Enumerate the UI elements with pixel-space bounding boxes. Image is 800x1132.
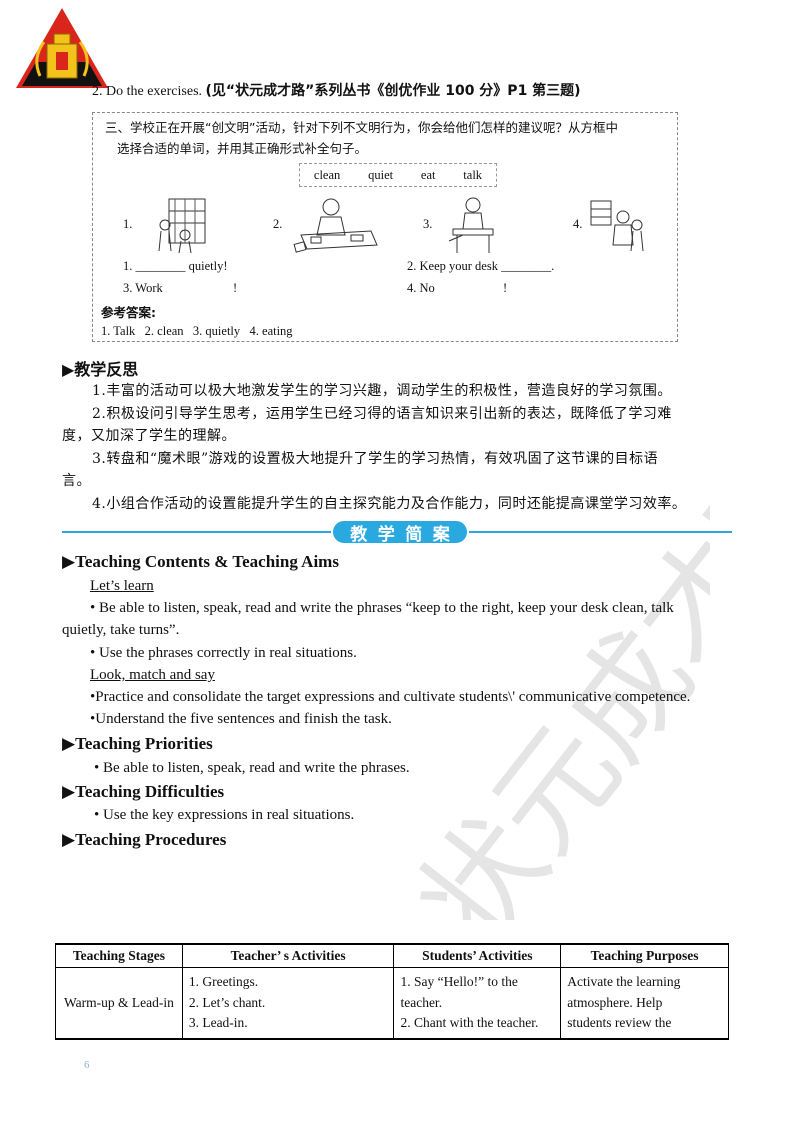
lets-learn-bullet-2: • Use the phrases correctly in real situ… xyxy=(90,645,357,661)
illustration-talking-in-library xyxy=(158,198,206,254)
student-activity: 1. Say “Hello!” to the xyxy=(400,974,518,989)
teacher-activity: 1. Greetings. xyxy=(188,974,259,989)
purpose-line: students review the xyxy=(567,1015,672,1030)
stage-cell: Warm-up & Lead-in xyxy=(55,967,183,1039)
table-header: Teaching Purposes xyxy=(560,943,729,968)
look-match-bullet-1: •Practice and consolidate the target exp… xyxy=(90,689,691,705)
purpose-line: atmosphere. Help xyxy=(567,994,663,1010)
difficulties-bullet: • Use the key expressions in real situat… xyxy=(94,807,355,823)
reflection-point-3-cont: 言。 xyxy=(62,473,91,489)
picture-number: 2. xyxy=(273,217,283,231)
reflection-body: 1.丰富的活动可以极大地激发学生的学习兴趣，调动学生的积极性，营造良好的学习氛围… xyxy=(62,380,742,515)
word-option: clean xyxy=(313,167,341,182)
banner-char: 案 xyxy=(432,524,450,545)
word-option: talk xyxy=(463,167,483,182)
difficulties-title: ▶Teaching Difficulties xyxy=(62,782,225,801)
publisher-logo xyxy=(16,8,108,88)
teacher-activities-cell: 1. Greetings. 2. Let’s chant. 3. Lead-in… xyxy=(181,967,395,1039)
table-row: Warm-up & Lead-in 1. Greetings. 2. Let’s… xyxy=(55,967,729,1039)
exercise-intro-line: 2. Do the exercises. (见“状元成才路”系列丛书《创优作业 … xyxy=(92,80,581,100)
reflection-point-1: 1.丰富的活动可以极大地激发学生的学习兴趣，调动学生的积极性，营造良好的学习氛围… xyxy=(92,383,672,399)
section-banner-text: 教 学 简 案 xyxy=(345,520,455,545)
answer-title: 参考答案: xyxy=(101,305,156,320)
sentence-4: 4. No xyxy=(407,281,435,295)
table-header: Students’ Activities xyxy=(393,943,562,968)
purposes-cell: Activate the learning atmosphere. Help s… xyxy=(560,967,729,1039)
picture-number: 4. xyxy=(573,217,583,231)
exercise-source: (见“状元成才路”系列丛书《创优作业 100 分》P1 第三题) xyxy=(205,83,581,99)
answer-key: 1. Talk 2. clean 3. quietly 4. eating xyxy=(101,324,293,338)
exercise-intro: 2. Do the exercises. xyxy=(92,84,203,99)
reflection-point-3: 3.转盘和“魔术眼”游戏的设置极大地提升了学生的学习热情，有效巩固了这节课的目标… xyxy=(92,450,659,467)
page-number: 6 xyxy=(84,1059,90,1071)
sentence-3-end: ! xyxy=(233,281,238,295)
sentence-4-end: ! xyxy=(503,281,508,295)
banner-char: 教 xyxy=(350,524,368,545)
reflection-point-2: 2.积极设问引导学生思考，运用学生已经习得的语言知识来引出新的表达，既降低了学习… xyxy=(92,405,672,422)
table-header: Teacher’ s Activities xyxy=(181,943,395,968)
teacher-activity: 3. Lead-in. xyxy=(188,1015,248,1030)
contents-aims-title: ▶Teaching Contents & Teaching Aims xyxy=(62,552,339,571)
section-banner xyxy=(331,519,469,545)
word-option: eat xyxy=(420,167,436,182)
priorities-title: ▶Teaching Priorities xyxy=(62,734,213,753)
reflection-point-2-cont: 度，又加深了学生的理解。 xyxy=(62,428,236,444)
student-activities-cell: 1. Say “Hello!” to the teacher. 2. Chant… xyxy=(393,967,562,1039)
look-match-bullet-2: •Understand the five sentences and finis… xyxy=(90,711,392,727)
banner-char: 简 xyxy=(405,524,423,545)
illustration-eating-at-desk xyxy=(448,197,494,253)
lets-learn-bullet-1-cont: quietly, take turns”. xyxy=(62,622,180,638)
lets-learn-heading: Let’s learn xyxy=(90,578,154,594)
sentence-3: 3. Work xyxy=(123,281,163,295)
reflection-title: ▶教学反思 xyxy=(62,360,139,379)
priorities-bullet: • Be able to listen, speak, read and wri… xyxy=(94,760,410,776)
sentence-2: 2. Keep your desk ________. xyxy=(407,259,555,273)
purpose-line: Activate the learning xyxy=(567,974,681,989)
table-header: Teaching Stages xyxy=(55,943,183,968)
table-header-row: Teaching Stages Teacher’ s Activities St… xyxy=(55,943,729,968)
illustration-messy-desk xyxy=(293,198,378,253)
look-match-heading: Look, match and say xyxy=(90,667,215,683)
reflection-point-4: 4.小组合作活动的设置能提升学生的自主探究能力及合作能力，同时还能提高课堂学习效… xyxy=(92,495,687,512)
lets-learn-bullet-1: • Be able to listen, speak, read and wri… xyxy=(90,600,674,616)
procedures-title: ▶Teaching Procedures xyxy=(62,830,227,849)
exercise-question: 三、学校正在开展“创文明”活动，针对下列不文明行为，你会给他们怎样的建议呢？从方… xyxy=(105,117,671,159)
word-box: clean quiet eat talk xyxy=(299,163,497,187)
picture-number: 1. xyxy=(123,217,133,231)
question-line-1: 三、学校正在开展“创文明”活动，针对下列不文明行为，你会给他们怎样的建议呢？从方… xyxy=(105,120,618,135)
student-activity: teacher. xyxy=(400,994,443,1010)
exercise-box: 三、学校正在开展“创文明”活动，针对下列不文明行为，你会给他们怎样的建议呢？从方… xyxy=(92,112,678,342)
sentence-1: 1. ________ quietly! xyxy=(123,259,228,273)
illustration-noisy-classroom xyxy=(590,200,644,252)
picture-number: 3. xyxy=(423,217,433,231)
banner-char: 学 xyxy=(377,524,395,545)
procedures-table: Teaching Stages Teacher’ s Activities St… xyxy=(55,943,729,1040)
word-option: quiet xyxy=(368,167,394,182)
teacher-activity: 2. Let’s chant. xyxy=(188,994,266,1010)
question-line-2: 选择合适的单词，并用其正确形式补全句子。 xyxy=(117,141,368,156)
student-activity: 2. Chant with the teacher. xyxy=(400,1015,539,1030)
